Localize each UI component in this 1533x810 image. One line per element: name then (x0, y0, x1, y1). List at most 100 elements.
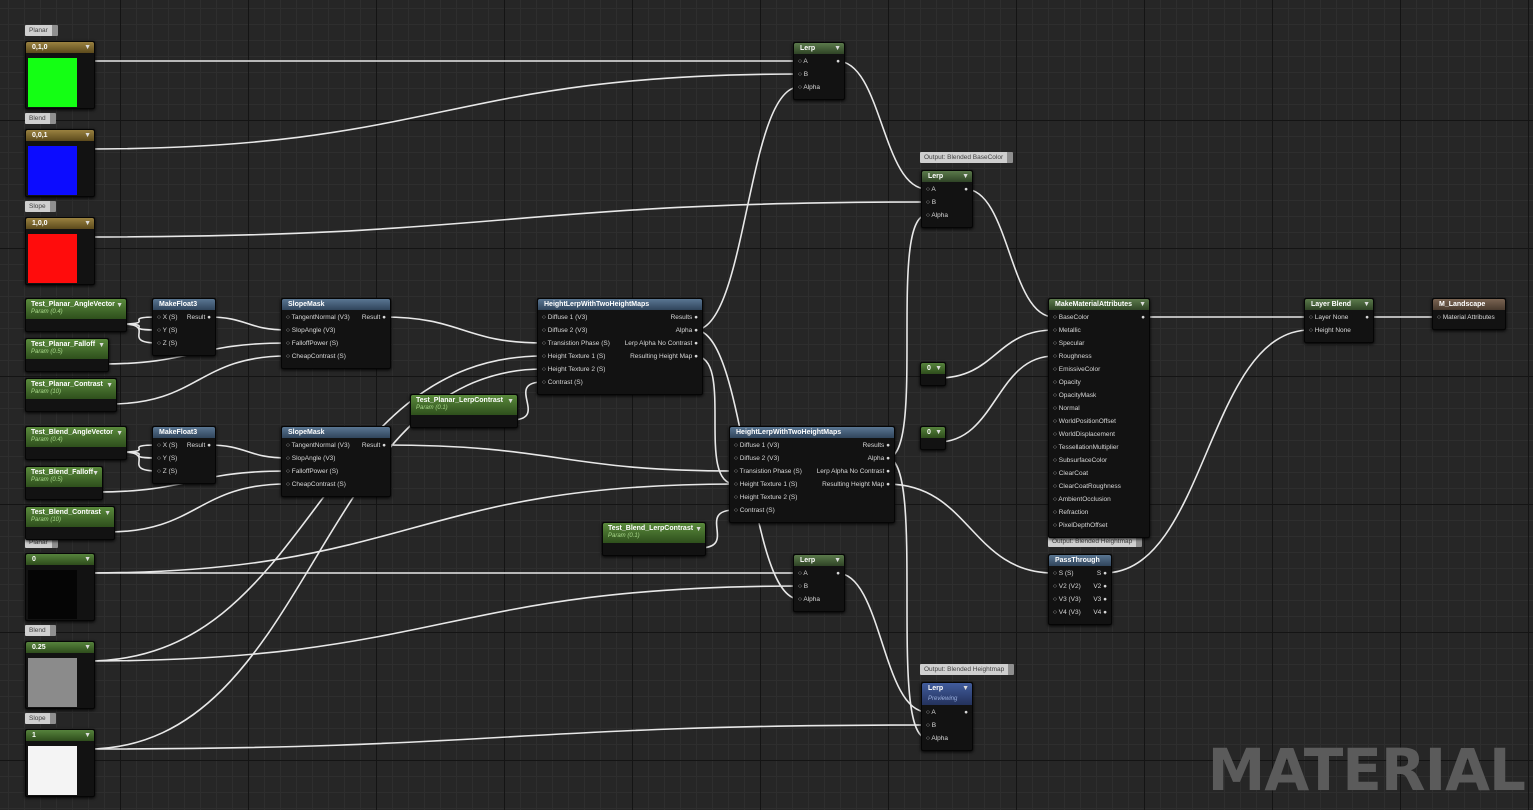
pin-connector-icon[interactable]: ○ (1053, 496, 1059, 503)
pin-connector-icon[interactable]: ○ (1053, 444, 1059, 451)
output-pin[interactable]: Alpha ● (868, 455, 890, 463)
input-pin[interactable]: ○ X (S) (157, 442, 178, 450)
collapse-chevron-icon[interactable]: ▼ (834, 45, 841, 52)
constant-node-0-25[interactable]: 0.25▼ (25, 641, 95, 709)
mma-node[interactable]: MakeMaterialAttributes▼○ BaseColor○ Meta… (1048, 298, 1150, 538)
pin-connector-icon[interactable]: ○ (1053, 570, 1059, 577)
collapse-chevron-icon[interactable]: ▼ (1363, 301, 1370, 308)
wire-connection[interactable] (86, 201, 928, 238)
input-pin[interactable]: ○ SubsurfaceColor (1053, 457, 1107, 465)
pin-connector-icon[interactable]: ○ (286, 455, 292, 462)
pin-connector-icon[interactable]: ○ (1053, 340, 1059, 347)
input-pin[interactable]: ○ Height None (1309, 327, 1351, 335)
lerp-node[interactable]: Lerp▼○ A○ B○ Alpha ● (921, 170, 973, 228)
constant-node-1-0-0[interactable]: 1,0,0▼ (25, 217, 95, 285)
pin-connector-icon[interactable]: ○ (734, 455, 740, 462)
pin-connector-icon[interactable]: ○ (1053, 583, 1059, 590)
pin-connector-icon[interactable]: ○ (734, 468, 740, 475)
wire-connection[interactable] (382, 316, 544, 344)
pin-connector-icon[interactable]: ● (1365, 314, 1369, 321)
pin-connector-icon[interactable]: ○ (157, 314, 163, 321)
collapse-chevron-icon[interactable]: ▼ (962, 685, 969, 692)
input-pin[interactable]: ○ SlopAngle (V3) (286, 327, 335, 335)
pin-connector-icon[interactable]: ○ (798, 84, 804, 91)
comment-label[interactable]: Slope (25, 201, 56, 212)
pin-connector-icon[interactable]: ○ (157, 468, 163, 475)
collapse-chevron-icon[interactable]: ▼ (104, 510, 111, 517)
pin-connector-icon[interactable]: ○ (1053, 483, 1059, 490)
input-pin[interactable]: ○ B (926, 722, 936, 730)
pin-connector-icon[interactable]: ○ (1053, 405, 1059, 412)
input-pin[interactable]: ○ TessellationMultiplier (1053, 444, 1119, 452)
input-pin[interactable]: ○ Material Attributes (1437, 314, 1495, 322)
input-pin[interactable]: ○ Diffuse 2 (V3) (542, 327, 587, 335)
input-pin[interactable]: ○ OpacityMask (1053, 392, 1096, 400)
pin-connector-icon[interactable]: ● (1141, 314, 1145, 321)
pin-connector-icon[interactable]: ○ (926, 186, 932, 193)
wire-connection[interactable] (86, 483, 736, 574)
wire-connection[interactable] (510, 381, 544, 421)
input-pin[interactable]: ○ EmissiveColor (1053, 366, 1100, 374)
pin-connector-icon[interactable]: ○ (1053, 353, 1059, 360)
pin-connector-icon[interactable]: ○ (157, 327, 163, 334)
pin-connector-icon[interactable]: ○ (926, 722, 932, 729)
collapse-chevron-icon[interactable]: ▼ (935, 365, 942, 372)
wire-connection[interactable] (937, 329, 1055, 379)
comment-label[interactable]: Blend (25, 625, 56, 636)
input-pin[interactable]: ○ WorldPositionOffset (1053, 418, 1116, 426)
collapse-chevron-icon[interactable]: ▼ (92, 470, 99, 477)
input-pin[interactable]: ○ Alpha (926, 212, 948, 220)
pin-connector-icon[interactable]: ○ (542, 327, 548, 334)
input-pin[interactable]: ○ SlopAngle (V3) (286, 455, 335, 463)
wire-connection[interactable] (698, 509, 736, 549)
output-pin[interactable]: ● (1365, 314, 1369, 322)
pin-connector-icon[interactable]: ○ (1309, 314, 1315, 321)
input-pin[interactable]: ○ B (798, 583, 808, 591)
input-pin[interactable]: ○ V3 (V3) (1053, 596, 1081, 604)
output-pin[interactable]: Results ● (671, 314, 698, 322)
input-pin[interactable]: ○ PixelDepthOffset (1053, 522, 1107, 530)
lerp-node[interactable]: Lerp▼○ A○ B○ Alpha ● (793, 42, 845, 100)
collapse-chevron-icon[interactable]: ▼ (695, 526, 702, 533)
input-pin[interactable]: ○ Alpha (926, 735, 948, 743)
pin-connector-icon[interactable]: ● (884, 481, 890, 488)
wire-connection[interactable] (109, 355, 288, 405)
input-pin[interactable]: ○ V2 (V2) (1053, 583, 1081, 591)
pin-connector-icon[interactable]: ● (1101, 596, 1107, 603)
input-pin[interactable]: ○ B (926, 199, 936, 207)
pin-connector-icon[interactable]: ○ (734, 481, 740, 488)
input-pin[interactable]: ○ Diffuse 1 (V3) (542, 314, 587, 322)
output-pin[interactable]: Lerp Alpha No Contrast ● (817, 468, 890, 476)
input-pin[interactable]: ○ A (798, 570, 808, 578)
collapse-chevron-icon[interactable]: ▼ (1139, 301, 1146, 308)
input-pin[interactable]: ○ Roughness (1053, 353, 1092, 361)
pin-connector-icon[interactable]: ● (884, 468, 890, 475)
input-pin[interactable]: ○ Opacity (1053, 379, 1081, 387)
pin-connector-icon[interactable]: ● (964, 709, 968, 716)
comment-label[interactable]: Blend (25, 113, 56, 124)
wire-connection[interactable] (207, 444, 288, 459)
pin-connector-icon[interactable]: ○ (1053, 327, 1059, 334)
output-pin[interactable]: ● (964, 186, 968, 194)
pin-connector-icon[interactable]: ● (692, 340, 698, 347)
pin-connector-icon[interactable]: ● (884, 442, 890, 449)
output-pin[interactable]: Resulting Height Map ● (630, 353, 698, 361)
input-pin[interactable]: ○ X (S) (157, 314, 178, 322)
pin-connector-icon[interactable]: ○ (286, 340, 292, 347)
constant-node-0-1-0[interactable]: 0,1,0▼ (25, 41, 95, 109)
collapse-chevron-icon[interactable]: ▼ (84, 556, 91, 563)
collapse-chevron-icon[interactable]: ▼ (106, 382, 113, 389)
input-pin[interactable]: ○ Z (S) (157, 340, 177, 348)
input-pin[interactable]: ○ A (798, 58, 808, 66)
pin-connector-icon[interactable]: ○ (734, 494, 740, 501)
input-pin[interactable]: ○ Diffuse 1 (V3) (734, 442, 779, 450)
input-pin[interactable]: ○ TangentNormal (V3) (286, 314, 350, 322)
input-pin[interactable]: ○ Normal (1053, 405, 1080, 413)
input-pin[interactable]: ○ S (S) (1053, 570, 1074, 578)
pin-connector-icon[interactable]: ○ (734, 442, 740, 449)
input-pin[interactable]: ○ Contrast (S) (734, 507, 775, 515)
